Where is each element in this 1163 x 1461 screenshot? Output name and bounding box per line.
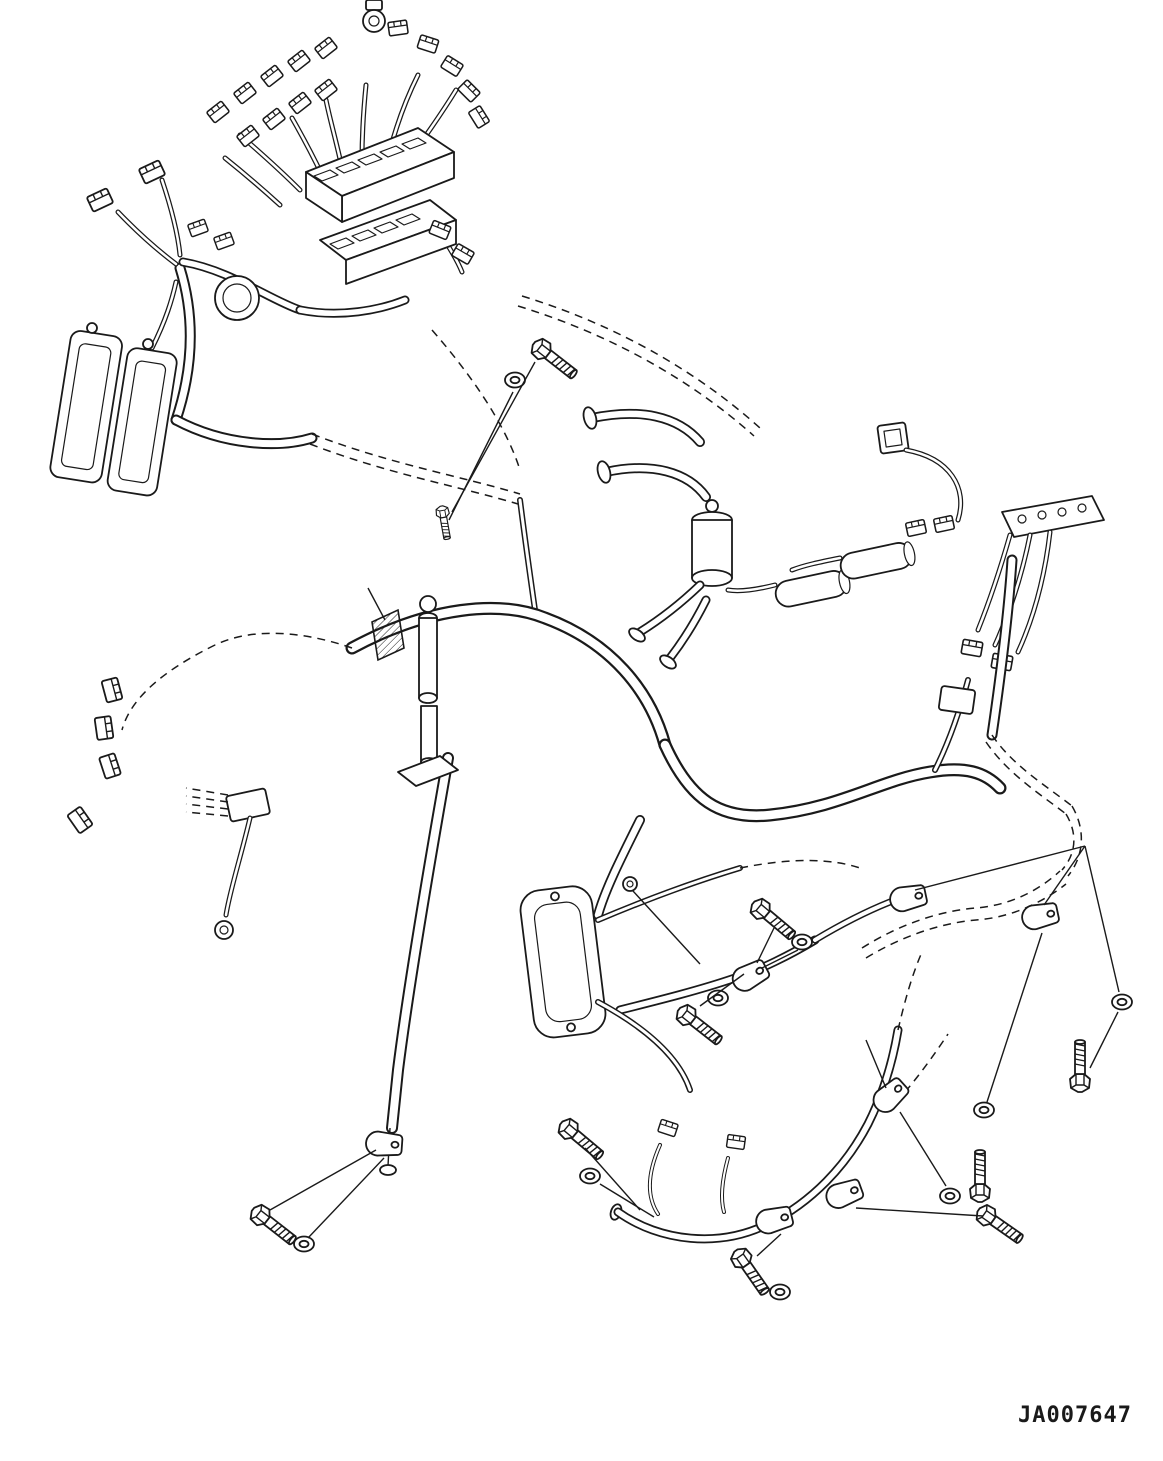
sensor-cylinders bbox=[725, 541, 916, 608]
connector bbox=[387, 19, 409, 37]
connector bbox=[467, 104, 491, 130]
connector bbox=[235, 124, 261, 148]
right-harness-assembly bbox=[582, 406, 1105, 877]
harness-clamp bbox=[752, 1203, 796, 1237]
washer bbox=[769, 1283, 791, 1301]
connector bbox=[93, 715, 115, 741]
connector bbox=[98, 752, 122, 780]
connector bbox=[313, 78, 339, 102]
connector bbox=[259, 64, 285, 88]
connector bbox=[416, 33, 440, 55]
bolt bbox=[726, 1243, 775, 1300]
connector bbox=[261, 107, 287, 131]
harness-clamp bbox=[1018, 899, 1062, 933]
connector bbox=[286, 49, 312, 73]
key-switch bbox=[362, 0, 386, 33]
center-harness-trunk bbox=[345, 497, 1007, 1176]
washer bbox=[579, 1167, 601, 1185]
connector bbox=[439, 54, 465, 78]
upper-harness-assembly bbox=[49, 0, 761, 505]
fuse-relay-box bbox=[305, 127, 457, 285]
lower-harness-runs bbox=[595, 870, 1067, 1244]
harness-clamp bbox=[886, 881, 930, 915]
hose-fittings bbox=[582, 406, 733, 670]
connector bbox=[313, 36, 339, 60]
grommet bbox=[214, 275, 260, 321]
drawing-number: JA007647 bbox=[1018, 1403, 1132, 1428]
bolt bbox=[671, 1000, 728, 1051]
washer bbox=[791, 933, 813, 951]
harness-clamps bbox=[364, 881, 1062, 1237]
connector bbox=[66, 805, 94, 835]
connector bbox=[725, 1133, 747, 1151]
connector bbox=[456, 78, 482, 104]
round-plug bbox=[214, 920, 234, 940]
right-bracket-plate bbox=[1001, 495, 1105, 538]
connector bbox=[205, 100, 231, 124]
washer bbox=[1111, 993, 1133, 1011]
bolt bbox=[553, 1114, 609, 1165]
bolt bbox=[1069, 1039, 1091, 1093]
bolt bbox=[526, 334, 583, 385]
connector-plate bbox=[519, 859, 861, 1039]
bolt bbox=[971, 1200, 1028, 1249]
connector bbox=[932, 514, 956, 534]
washer bbox=[293, 1235, 315, 1253]
bolt bbox=[434, 504, 455, 542]
connector bbox=[100, 676, 124, 704]
left-branch bbox=[66, 632, 353, 940]
right-top-connector bbox=[876, 421, 964, 538]
bolt bbox=[969, 1149, 991, 1203]
connector bbox=[960, 638, 984, 658]
valve-assembly bbox=[367, 587, 459, 787]
washer bbox=[973, 1101, 995, 1119]
connector bbox=[232, 81, 258, 105]
washer bbox=[939, 1187, 961, 1205]
bolt bbox=[745, 894, 801, 945]
multi-pin-connector bbox=[185, 787, 271, 823]
connector bbox=[186, 218, 210, 238]
connector bbox=[212, 231, 236, 251]
leader-lines bbox=[269, 361, 1120, 1257]
connector bbox=[85, 187, 115, 213]
controller-plates bbox=[49, 322, 178, 497]
connector bbox=[904, 518, 928, 538]
connector bbox=[287, 91, 313, 115]
connector bbox=[656, 1118, 680, 1138]
